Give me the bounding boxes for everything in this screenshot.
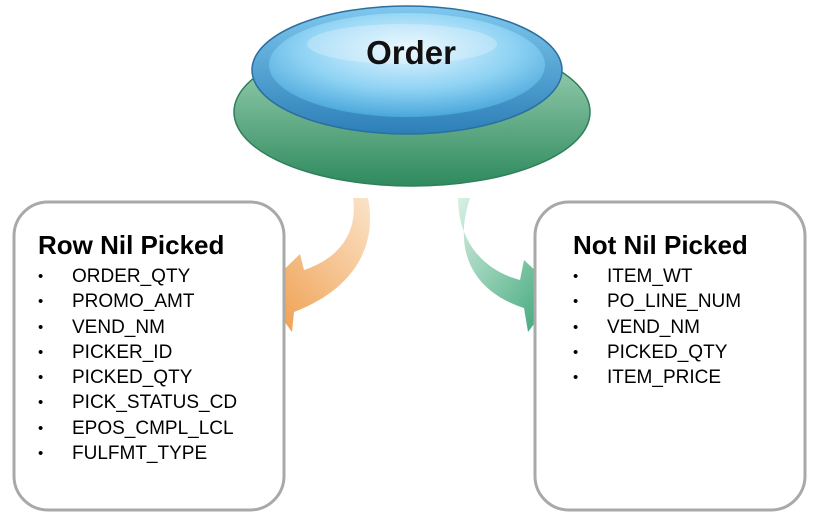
- list-item: •ITEM_WT: [573, 264, 741, 289]
- order-node-label: Order: [366, 34, 456, 71]
- list-item: •EPOS_CMPL_LCL: [38, 416, 237, 441]
- bullet-icon: •: [38, 318, 44, 336]
- list-item: •FULFMT_TYPE: [38, 441, 237, 466]
- list-item: •PO_LINE_NUM: [573, 289, 741, 314]
- right-box: [533, 200, 807, 512]
- list-item: •ITEM_PRICE: [573, 365, 741, 390]
- list-item: •PICKER_ID: [38, 340, 237, 365]
- bullet-icon: •: [573, 268, 579, 285]
- bullet-icon: •: [38, 343, 44, 361]
- list-item: •VEND_NM: [573, 315, 741, 340]
- bullet-icon: •: [38, 369, 44, 387]
- bullet-icon: •: [38, 419, 44, 437]
- bullet-icon: •: [573, 369, 579, 387]
- left-box: [12, 200, 286, 512]
- order-node: [233, 5, 591, 187]
- bullet-icon: •: [573, 293, 579, 311]
- left-box-list: •ORDER_QTY •PROMO_AMT •VEND_NM •PICKER_I…: [38, 264, 237, 466]
- right-arrow: [458, 198, 558, 332]
- order-node-highlight: [307, 24, 497, 64]
- list-item: •PROMO_AMT: [38, 289, 237, 314]
- list-item: •VEND_NM: [38, 315, 237, 340]
- right-box-list: •ITEM_WT •PO_LINE_NUM •VEND_NM •PICKED_Q…: [573, 264, 741, 390]
- bullet-icon: •: [573, 343, 579, 361]
- bullet-icon: •: [38, 445, 44, 463]
- left-box-title: Row Nil Picked: [38, 230, 225, 260]
- right-box-title: Not Nil Picked: [573, 230, 748, 260]
- list-item: •PICKED_QTY: [38, 365, 237, 390]
- bullet-icon: •: [38, 293, 44, 311]
- bullet-icon: •: [38, 394, 44, 412]
- left-arrow: [262, 198, 371, 332]
- order-node-top: [269, 13, 545, 117]
- bullet-icon: •: [573, 318, 579, 336]
- list-item: •PICKED_QTY: [573, 340, 741, 365]
- list-item: •PICK_STATUS_CD: [38, 390, 237, 415]
- list-item: •ORDER_QTY: [38, 264, 237, 289]
- bullet-icon: •: [38, 268, 44, 285]
